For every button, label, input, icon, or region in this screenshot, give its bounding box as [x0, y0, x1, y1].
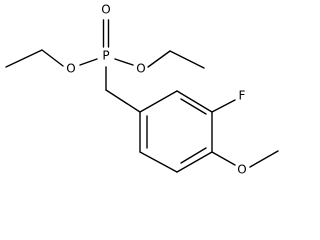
bond-o-ch3-methoxy: [249, 150, 279, 168]
ring-bond-c4-c5: [176, 151, 213, 173]
bond-c-f: [211, 99, 236, 113]
bond-ch2-ch3-left: [5, 49, 43, 68]
atom-label-ester-oxygen-left: O: [66, 62, 75, 76]
bond-p-o-right: [114, 58, 134, 66]
atom-label-phosphorus: P: [102, 49, 109, 63]
bond-o-ch2-left: [41, 49, 64, 67]
ring-inner-double-1: [180, 98, 207, 115]
ring-bond-c1-c2: [139, 90, 178, 113]
atom-label-ester-oxygen-right: O: [136, 62, 145, 76]
ring-bond-c2-c3: [176, 90, 213, 113]
atom-label-oxo-oxygen: O: [101, 3, 110, 17]
bond-o-ch2-right: [147, 50, 171, 68]
bond-c-o-methoxy: [211, 151, 236, 166]
bond-ch2-ring: [105, 89, 141, 113]
chemical-structure-diagram: O P O O F O: [5, 3, 279, 177]
bond-p-o-left: [79, 58, 98, 66]
atom-label-fluorine: F: [239, 89, 246, 103]
bond-ch2-ch3-right: [169, 50, 205, 69]
ring-inner-double-2: [180, 147, 207, 164]
ring-bond-c5-c6: [139, 151, 178, 173]
atom-label-methoxy-oxygen: O: [237, 163, 246, 177]
